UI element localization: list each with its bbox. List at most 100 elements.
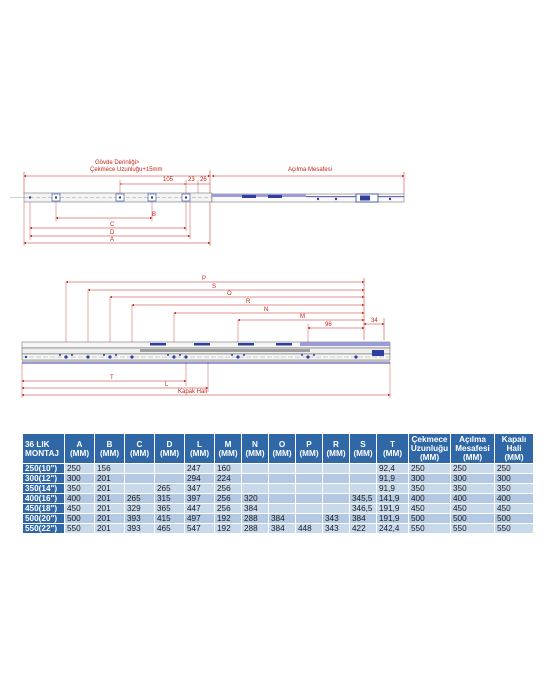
table-cell: 550 <box>408 523 451 534</box>
table-cell: 141,9 <box>376 493 409 504</box>
table-cell: 265 <box>154 483 185 494</box>
table-cell: 450 <box>408 503 451 514</box>
table-cell <box>322 483 350 494</box>
header-col-4: L(MM) <box>184 433 215 464</box>
label-cekmece: Çekmece Uzunluğu+15mm <box>90 167 163 173</box>
table-cell: 450 <box>494 503 534 514</box>
table-cell <box>241 463 269 474</box>
table-cell: 400 <box>408 493 451 504</box>
dim-n: N <box>264 307 268 313</box>
header-col-10: S(MM) <box>349 433 377 464</box>
bottom-slide-drawing: P S O R N M 96 34 <box>21 276 391 398</box>
table-cell <box>295 503 323 514</box>
table-cell: 384 <box>268 513 296 524</box>
header-col-11: T(MM) <box>376 433 409 464</box>
table-cell: 320 <box>241 493 269 504</box>
dim-o: O <box>227 291 232 297</box>
table-cell: 447 <box>184 503 215 514</box>
dim-s: S <box>212 284 216 290</box>
table-cell: 300 <box>494 473 534 484</box>
table-cell <box>295 473 323 484</box>
table-cell: 294 <box>184 473 215 484</box>
table-cell <box>322 463 350 474</box>
table-cell: 450 <box>450 503 495 514</box>
dim-t: T <box>110 375 114 381</box>
table-cell: 343 <box>322 523 350 534</box>
row-model: 400(16") <box>22 493 65 504</box>
dim-p: P <box>202 276 206 282</box>
table-cell <box>268 483 296 494</box>
header-col-7: O(MM) <box>268 433 296 464</box>
table-cell: 500 <box>64 513 95 524</box>
header-col-6: N(MM) <box>241 433 269 464</box>
dim-c: C <box>110 222 115 228</box>
table-cell: 346,5 <box>349 503 377 514</box>
table-cell <box>295 493 323 504</box>
table-cell <box>349 463 377 474</box>
header-col-5: M(MM) <box>214 433 242 464</box>
table-cell: 256 <box>214 493 242 504</box>
table-cell: 192 <box>214 513 242 524</box>
row-model: 250(10") <box>22 463 65 474</box>
table-cell <box>322 493 350 504</box>
table-cell: 247 <box>184 463 215 474</box>
table-cell: 500 <box>450 513 495 524</box>
label-govde: Gövde Derinliği> <box>95 160 140 166</box>
table-cell: 288 <box>241 523 269 534</box>
table-cell: 450 <box>64 503 95 514</box>
table-cell: 384 <box>241 503 269 514</box>
table-cell: 384 <box>268 523 296 534</box>
table-cell: 300 <box>450 473 495 484</box>
table-cell: 201 <box>94 483 125 494</box>
table-cell <box>154 463 185 474</box>
dim-96: 96 <box>325 322 332 328</box>
table-cell: 415 <box>154 513 185 524</box>
dim-m: M <box>300 314 305 320</box>
label-acilma: Açılma Mesafesi <box>288 167 332 173</box>
dim-105: 105 <box>163 177 174 183</box>
table-cell: 201 <box>94 523 125 534</box>
table-cell: 329 <box>124 503 155 514</box>
table-cell <box>322 473 350 484</box>
table-cell: 350 <box>408 483 451 494</box>
dim-a: A <box>110 237 114 243</box>
table-cell: 315 <box>154 493 185 504</box>
table-cell: 91,9 <box>376 483 409 494</box>
table-cell <box>241 473 269 484</box>
table-cell <box>268 463 296 474</box>
table-cell: 250 <box>408 463 451 474</box>
table-cell <box>124 463 155 474</box>
dim-r: R <box>246 299 251 305</box>
label-kapak-hali: Kapak Hali <box>178 389 207 395</box>
table-cell <box>154 473 185 484</box>
table-cell <box>295 513 323 524</box>
table-cell: 347 <box>184 483 215 494</box>
table-cell: 191,9 <box>376 503 409 514</box>
table-cell: 400 <box>450 493 495 504</box>
table-cell: 92,4 <box>376 463 409 474</box>
table-cell: 250 <box>64 463 95 474</box>
table-cell: 397 <box>184 493 215 504</box>
table-cell: 191,9 <box>376 513 409 524</box>
dim-l: L <box>165 382 169 388</box>
table-cell: 422 <box>349 523 377 534</box>
table-cell: 393 <box>124 513 155 524</box>
table-cell: 156 <box>94 463 125 474</box>
row-model: 350(14") <box>22 483 65 494</box>
table-cell: 497 <box>184 513 215 524</box>
table-cell: 500 <box>494 513 534 524</box>
table-cell: 365 <box>154 503 185 514</box>
table-cell: 550 <box>450 523 495 534</box>
table-cell: 350 <box>64 483 95 494</box>
table-cell <box>349 483 377 494</box>
header-col-8: P(MM) <box>295 433 323 464</box>
table-cell: 160 <box>214 463 242 474</box>
